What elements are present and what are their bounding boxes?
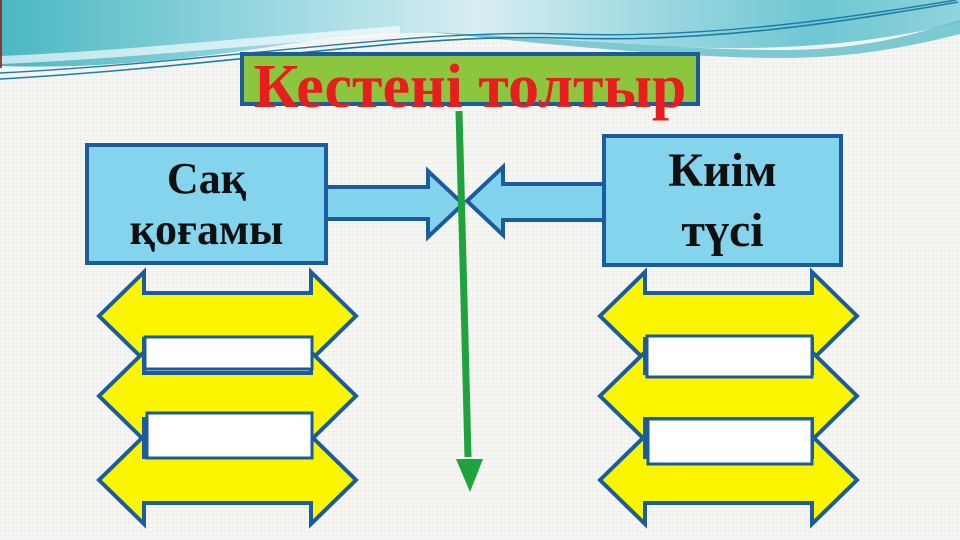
down-arrow-head — [456, 459, 483, 492]
down-arrow-line — [455, 110, 472, 458]
blank-row-right-1 — [645, 334, 814, 379]
background-wave — [0, 0, 960, 80]
wave-teal-swath — [430, 20, 960, 58]
blank-row-left-2 — [145, 411, 314, 460]
left-header-box: Сақ қоғамы — [85, 143, 328, 265]
right-header-label: Киім түсі — [668, 143, 777, 257]
slide-title: Кестені толтыр — [253, 53, 687, 121]
wave-teal-band — [0, 0, 960, 67]
connector-arrow-right — [324, 166, 466, 242]
wave-line-2 — [0, 0, 957, 74]
edge-artifact-left — [0, 0, 2, 68]
left-header-label: Сақ қоғамы — [129, 154, 284, 254]
wave-highlight — [0, 26, 401, 64]
connector-arrow-left — [464, 162, 608, 240]
title-box: Кестені толтыр — [240, 52, 700, 118]
right-header-box: Киім түсі — [602, 134, 843, 267]
wave-line-1 — [0, 1, 959, 80]
blank-row-left-1 — [143, 335, 314, 371]
blank-row-right-2 — [646, 417, 814, 466]
